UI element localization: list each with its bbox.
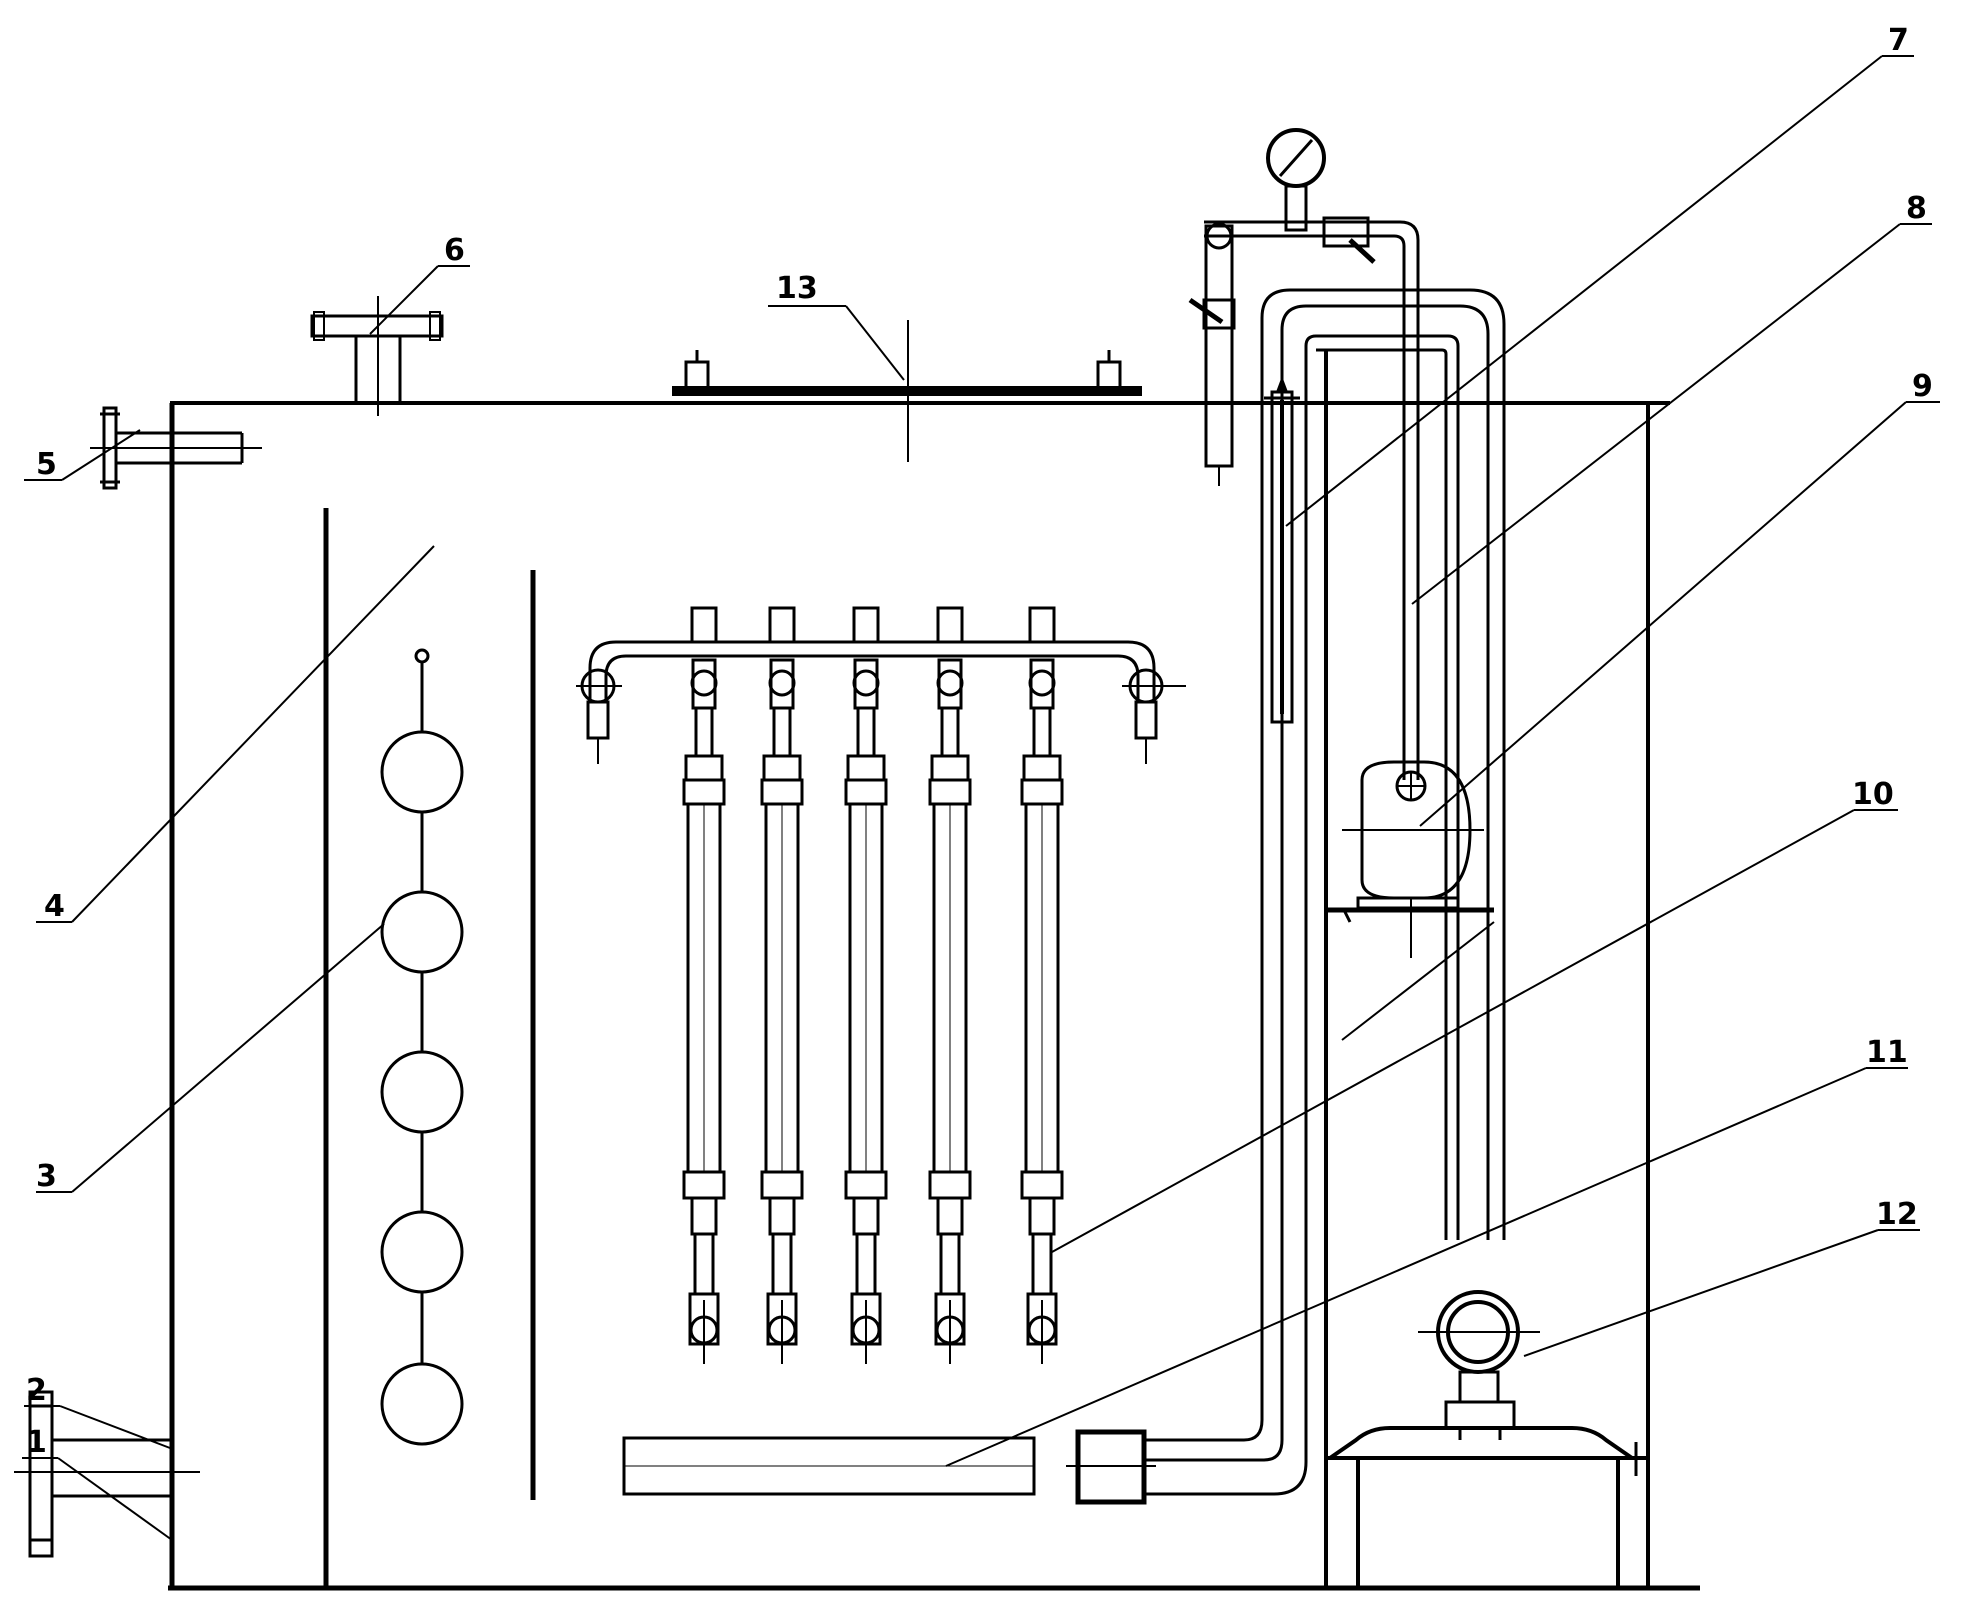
lamp-header-pipe <box>576 640 1186 764</box>
level-gauge <box>1264 376 1300 724</box>
label-10: 10 <box>1852 777 1894 812</box>
top-nozzle <box>310 296 444 416</box>
label-13: 13 <box>776 271 818 306</box>
label-11: 11 <box>1866 1035 1908 1070</box>
label-9: 9 <box>1912 369 1933 404</box>
part-labels: 1 2 3 4 5 6 13 7 8 9 10 11 12 <box>26 23 1933 1460</box>
label-1: 1 <box>26 1425 47 1460</box>
label-4: 4 <box>44 889 65 924</box>
uv-lamp-tube <box>844 606 888 1364</box>
uv-lamp-tube <box>928 606 972 1364</box>
uv-lamp-tube <box>1020 606 1064 1364</box>
uv-lamp-tubes <box>682 606 1064 1364</box>
overflow-pipe <box>90 406 262 490</box>
manhole-cover <box>672 320 1142 462</box>
uv-lamp-tube <box>760 606 804 1364</box>
label-3: 3 <box>36 1159 57 1194</box>
uv-lamp-tube <box>682 606 726 1364</box>
bottom-outlet-pipe <box>622 392 1308 1505</box>
label-12: 12 <box>1876 1197 1918 1232</box>
recirculation-piping <box>1188 128 1506 1240</box>
motor <box>1324 760 1494 958</box>
label-2: 2 <box>26 1373 47 1408</box>
pump-base <box>1324 350 1646 1590</box>
label-7: 7 <box>1888 23 1909 58</box>
label-8: 8 <box>1906 191 1927 226</box>
pump <box>1418 1290 1540 1440</box>
label-6: 6 <box>444 233 465 268</box>
label-5: 5 <box>36 447 57 482</box>
baffle-plates <box>323 508 536 1588</box>
leader-lines <box>22 55 1940 1541</box>
float-ball-chain <box>380 648 464 1446</box>
